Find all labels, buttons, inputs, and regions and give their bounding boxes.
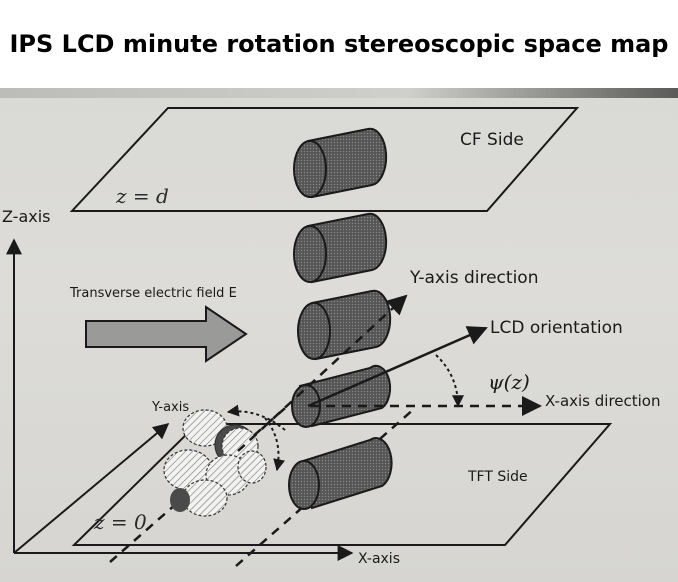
lcd-orientation-arrow	[307, 326, 488, 408]
lc-molecule-2	[293, 212, 388, 284]
y-axis-label: Y-axis	[151, 400, 189, 415]
diagram-photo: CF Side z = d TFT Side z = 0 Z-axis X-ax…	[0, 88, 678, 582]
lc-molecule-3	[297, 289, 392, 361]
y-axis-line	[13, 422, 170, 554]
lc-molecule-5	[288, 437, 393, 510]
dashed-guide-1	[109, 394, 301, 563]
rotated-molecule-cluster	[163, 409, 267, 517]
y-direction-label: Y-axis direction	[409, 268, 538, 288]
z-0-label: z = 0	[93, 510, 147, 534]
lc-molecule-4	[291, 364, 392, 428]
field-label: Transverse electric field E	[69, 286, 237, 301]
photo-edge-shade	[0, 88, 678, 98]
z-axis-label: Z-axis	[2, 207, 51, 226]
field-arrow	[85, 305, 248, 363]
page-title: IPS LCD minute rotation stereoscopic spa…	[9, 30, 669, 58]
cf-plane	[69, 107, 580, 212]
x-direction-label: X-axis direction	[545, 392, 661, 410]
lcd-orientation-label: LCD orientation	[490, 318, 623, 338]
tft-plane	[71, 423, 613, 546]
stereoscopic-diagram: CF Side z = d TFT Side z = 0 Z-axis X-ax…	[2, 107, 661, 567]
rotation-arrow-left	[226, 404, 286, 431]
lc-molecule-1	[293, 127, 388, 199]
y-direction-arrow	[237, 294, 408, 452]
x-axis-label: X-axis	[358, 551, 400, 567]
psi-label: ψ(z)	[488, 370, 530, 394]
rotation-arrow-down	[264, 417, 285, 472]
cf-side-label: CF Side	[460, 130, 524, 150]
tft-side-label: TFT Side	[467, 469, 528, 485]
z-d-label: z = d	[115, 184, 169, 208]
psi-angle-arc	[435, 354, 464, 408]
